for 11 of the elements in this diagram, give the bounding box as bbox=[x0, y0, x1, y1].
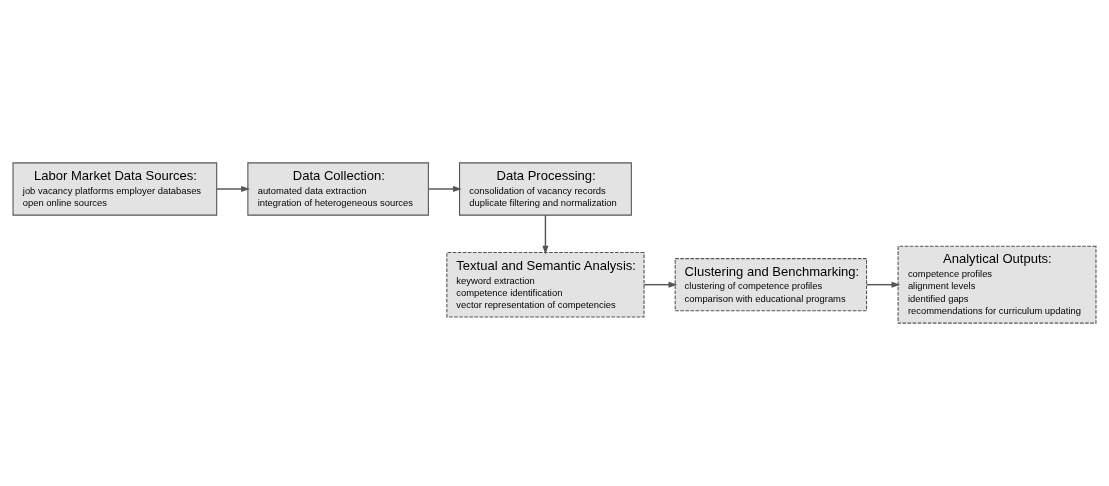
node-box: Textual and Semantic Analysis: keyword extraction competence identification vector representation of competencies bbox=[446, 251, 645, 318]
node-box: Analytical Outputs: competence profiles alignment levels identified gaps recommendations for curriculum updating bbox=[897, 245, 1097, 324]
arrow bbox=[643, 281, 678, 288]
node-box: Clustering and Benchmarking: clustering of competence profiles comparison with educational programs bbox=[674, 258, 868, 312]
node-box: Data Processing: consolidation of vacancy records duplicate filtering and normalization bbox=[459, 162, 632, 216]
arrow bbox=[216, 185, 250, 193]
arrow bbox=[542, 214, 549, 255]
node-box: Labor Market Data Sources: job vacancy platforms employer databases open online sources bbox=[12, 162, 218, 216]
arrow bbox=[427, 185, 462, 193]
arrow bbox=[866, 281, 901, 288]
node-box: Data Collection: automated data extraction integration of heterogeneous sources bbox=[247, 162, 429, 216]
